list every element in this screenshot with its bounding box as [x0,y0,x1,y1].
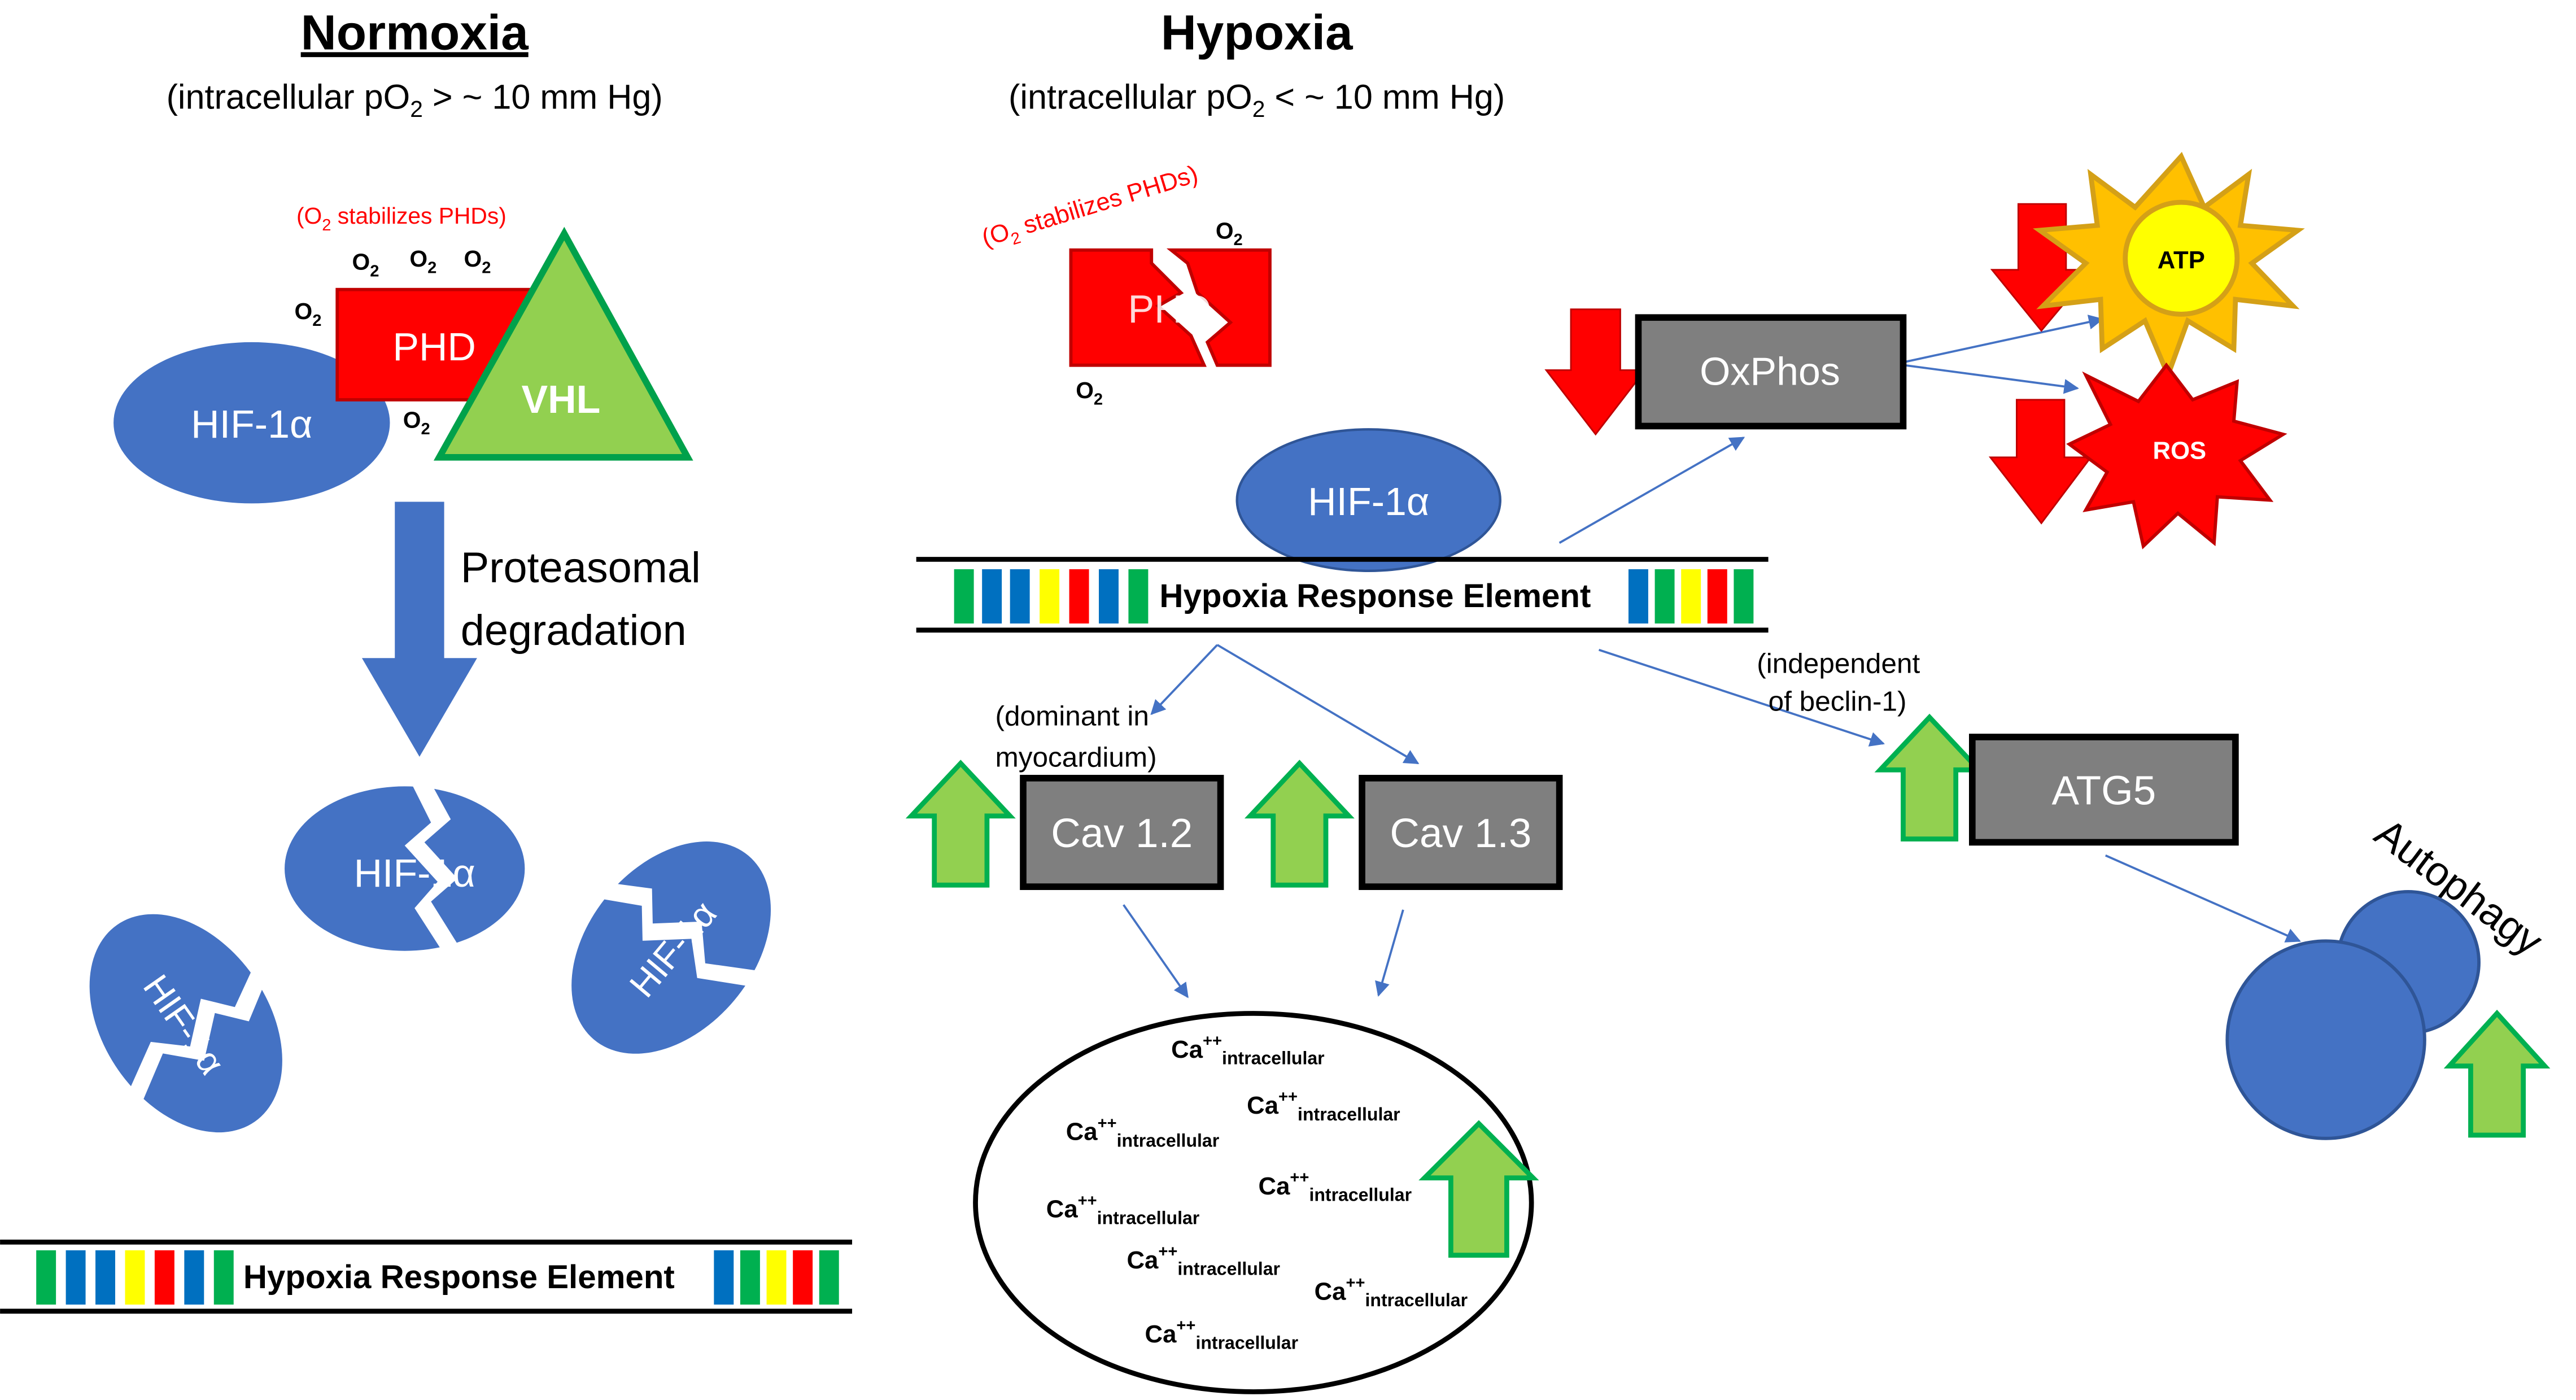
hypoxia-condition: (intracellular pO2 < ~ 10 mm Hg) [1008,77,1505,122]
cav12-box [1020,775,1224,890]
ca-label: Ca++intracellular [1171,1032,1324,1068]
vhl-label: VHL [522,377,601,421]
ca-label: Ca++intracellular [1066,1114,1219,1150]
o2-label: O2 [1216,217,1243,249]
degradation-label: Proteasomal degradation [461,544,713,655]
ca-label: Ca++intracellular [1127,1243,1280,1279]
cav13-box [1359,775,1563,890]
broken-hif-fragment: HIF-1α [285,783,525,954]
normoxia-stabilize-note: (O2 stabilizes PHDs) [296,203,507,234]
hif-1a-ellipse [1235,428,1501,573]
down-arrow-oxphos [1544,308,1647,436]
o2-label: O2 [464,246,491,277]
ca-label: Ca++intracellular [1315,1274,1468,1310]
hypoxia-hre-strip [916,557,1769,633]
independent-note: (independent of beclin-1) [1757,648,1928,717]
normoxia-condition: (intracellular pO2 > ~ 10 mm Hg) [167,77,663,122]
o2-label: O2 [409,246,436,277]
svg-text:HIF-1α: HIF-1α [354,851,475,895]
broken-hif-fragment: HIF-1α [89,914,282,1133]
hypoxia-stabilize-note: (O2 stabilizes PHDs) [979,160,1203,256]
up-arrow-autophagy [2443,1009,2551,1138]
o2-label: O2 [1076,377,1103,409]
autophagy-circle [2225,939,2426,1140]
oxphos-label: OxPhos [1700,350,1840,394]
dominant-note: (dominant in myocardium) [995,701,1156,773]
normoxia-hre-label: Hypoxia Response Element [243,1259,675,1296]
cav13-label: Cav 1.3 [1390,810,1531,856]
up-arrow-cav12 [905,760,1016,888]
normoxia-title: Normoxia [301,5,529,60]
ca-label: Ca++intracellular [1259,1168,1412,1205]
hif-1a-ellipse [113,342,390,504]
atg5-label: ATG5 [2051,767,2156,813]
atg5-box [1969,734,2239,846]
hypoxia-title: Hypoxia [1161,5,1354,60]
hif-1a-label: HIF-1α [191,402,312,446]
ros-burst [2066,362,2287,549]
phd-label: PHD [392,325,476,369]
cav12-label: Cav 1.2 [1051,810,1193,856]
hif-1a-label: HIF-1α [1308,479,1429,524]
vhl-triangle [433,226,693,461]
svg-text:PHD: PHD [1128,287,1211,331]
broken-phd: PHD [1069,248,1272,367]
atp-label: ATP [2158,246,2205,274]
intracellular-ca-oval [973,1011,1534,1394]
down-arrow-ros [1988,399,2093,525]
o2-label: O2 [352,249,379,281]
oxphos-box [1635,314,1907,430]
ca-label: Ca++intracellular [1247,1088,1400,1124]
pathway-arrows [1123,315,2301,998]
hypoxia-hre-label: Hypoxia Response Element [1159,578,1591,614]
atp-sun [2123,199,2240,317]
ros-label: ROS [2153,437,2207,465]
up-arrow-atg5 [1874,713,1985,842]
o2-label: O2 [295,298,322,330]
normoxia-hre-strip [0,1239,853,1314]
up-arrow-calcium [1418,1120,1539,1258]
up-arrow-cav13 [1244,760,1355,888]
ca-label: Ca++intracellular [1145,1317,1298,1353]
broken-hif-fragment: HIF-1α [571,841,771,1054]
o2-label: O2 [403,407,430,438]
degradation-arrow [361,501,477,757]
down-arrow-atp [1990,203,2094,332]
ca-label: Ca++intracellular [1046,1192,1199,1228]
